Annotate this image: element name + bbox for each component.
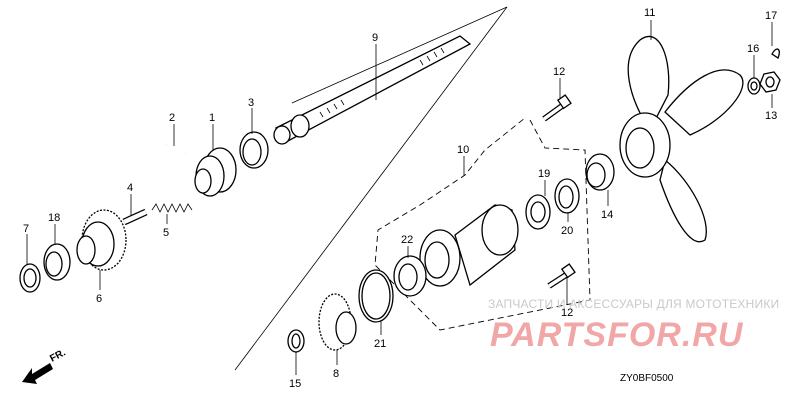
part-9-shaft	[273, 35, 472, 145]
callout-12-upper: 12	[553, 66, 565, 78]
direction-label: FR.	[48, 347, 68, 364]
callout-3: 3	[248, 97, 254, 109]
callout-15: 15	[289, 378, 301, 390]
part-12-bolt-lower	[547, 263, 576, 289]
diagram-code: ZY0BF0500	[620, 373, 674, 384]
watermark-logo: PARTSFOR.RU	[490, 316, 744, 354]
part-17-cotter-pin	[771, 48, 780, 59]
callout-17: 17	[765, 10, 777, 22]
callout-16: 16	[747, 43, 759, 55]
part-1-hub	[194, 147, 237, 197]
callout-13: 13	[765, 110, 777, 122]
part-21-o-ring	[358, 269, 394, 323]
part-20-seal	[554, 178, 580, 214]
callout-9: 9	[372, 32, 378, 44]
callout-7: 7	[23, 223, 29, 235]
assembly-box-outline	[374, 117, 591, 331]
section-divider-line	[234, 6, 508, 371]
callout-10: 10	[457, 144, 469, 156]
part-12-bolt-upper	[542, 94, 572, 122]
section-divider-top	[291, 6, 508, 104]
callout-5: 5	[163, 227, 169, 239]
part-6-gear	[76, 209, 127, 271]
callout-22: 22	[401, 234, 413, 246]
callout-1: 1	[209, 112, 215, 124]
part-16-washer	[747, 77, 761, 95]
leader-lines	[26, 20, 773, 375]
callout-11: 11	[644, 7, 655, 19]
watermark-caption: ЗАПЧАСТИ И АКСЕССУАРЫ ДЛЯ МОТОТЕХНИКИ	[488, 297, 779, 311]
callout-8: 8	[333, 368, 339, 380]
part-14-thrust-washer	[585, 153, 615, 191]
callout-2: 2	[169, 112, 175, 124]
callout-19: 19	[538, 168, 550, 180]
part-2-pin	[165, 143, 187, 156]
part-13-nut	[759, 71, 781, 93]
front-direction-arrow-icon: FR.	[22, 347, 68, 384]
callout-6: 6	[96, 293, 102, 305]
callout-18: 18	[48, 212, 60, 224]
part-18-bearing	[43, 243, 71, 281]
callout-20: 20	[561, 225, 573, 237]
callout-12-lower: 12	[561, 307, 573, 319]
part-19-needle-bearing	[525, 194, 551, 230]
callout-21: 21	[374, 338, 386, 350]
part-22-bearing	[393, 255, 427, 297]
part-5-spring	[151, 203, 193, 213]
callout-14: 14	[601, 209, 613, 221]
part-11-propeller	[619, 35, 744, 243]
part-3-ring	[239, 131, 269, 169]
part-15-ring	[287, 329, 305, 353]
part-4-pin	[122, 208, 148, 226]
part-7-ring	[19, 263, 41, 293]
watermark: ЗАПЧАСТИ И АКСЕССУАРЫ ДЛЯ МОТОТЕХНИКИ PA…	[488, 297, 779, 354]
part-8-bevel-gear	[318, 293, 357, 351]
callout-labels: 1 2 3 4 5 6 7 8 9 10 11 12 12 13 14 15 1…	[23, 7, 777, 390]
part-10-bearing-holder	[419, 204, 519, 287]
callout-4: 4	[127, 182, 133, 194]
